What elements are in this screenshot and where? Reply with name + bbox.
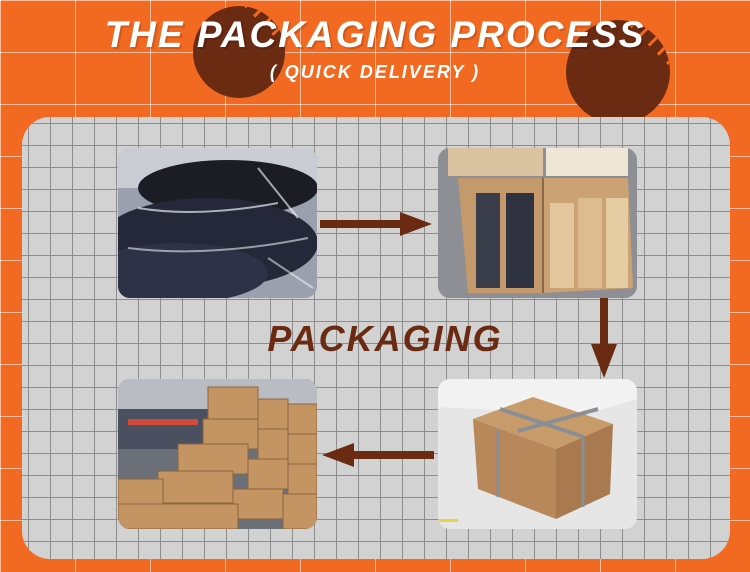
arrow-left-icon	[322, 443, 434, 467]
decorative-circle-right	[566, 20, 670, 124]
packaging-label: PACKAGING	[267, 318, 503, 359]
taped-carton-photo	[438, 379, 637, 529]
arrow-down-icon	[591, 298, 617, 378]
open-cartons-photo	[438, 148, 637, 298]
stacked-cartons-warehouse-photo	[118, 379, 317, 529]
decorative-circle-left	[193, 6, 285, 98]
arrow-right-icon	[320, 212, 432, 236]
page-title: THE PACKAGING PROCESS	[104, 14, 646, 55]
page-subtitle: ( QUICK DELIVERY )	[269, 62, 481, 82]
wrapped-products-photo	[118, 148, 317, 298]
